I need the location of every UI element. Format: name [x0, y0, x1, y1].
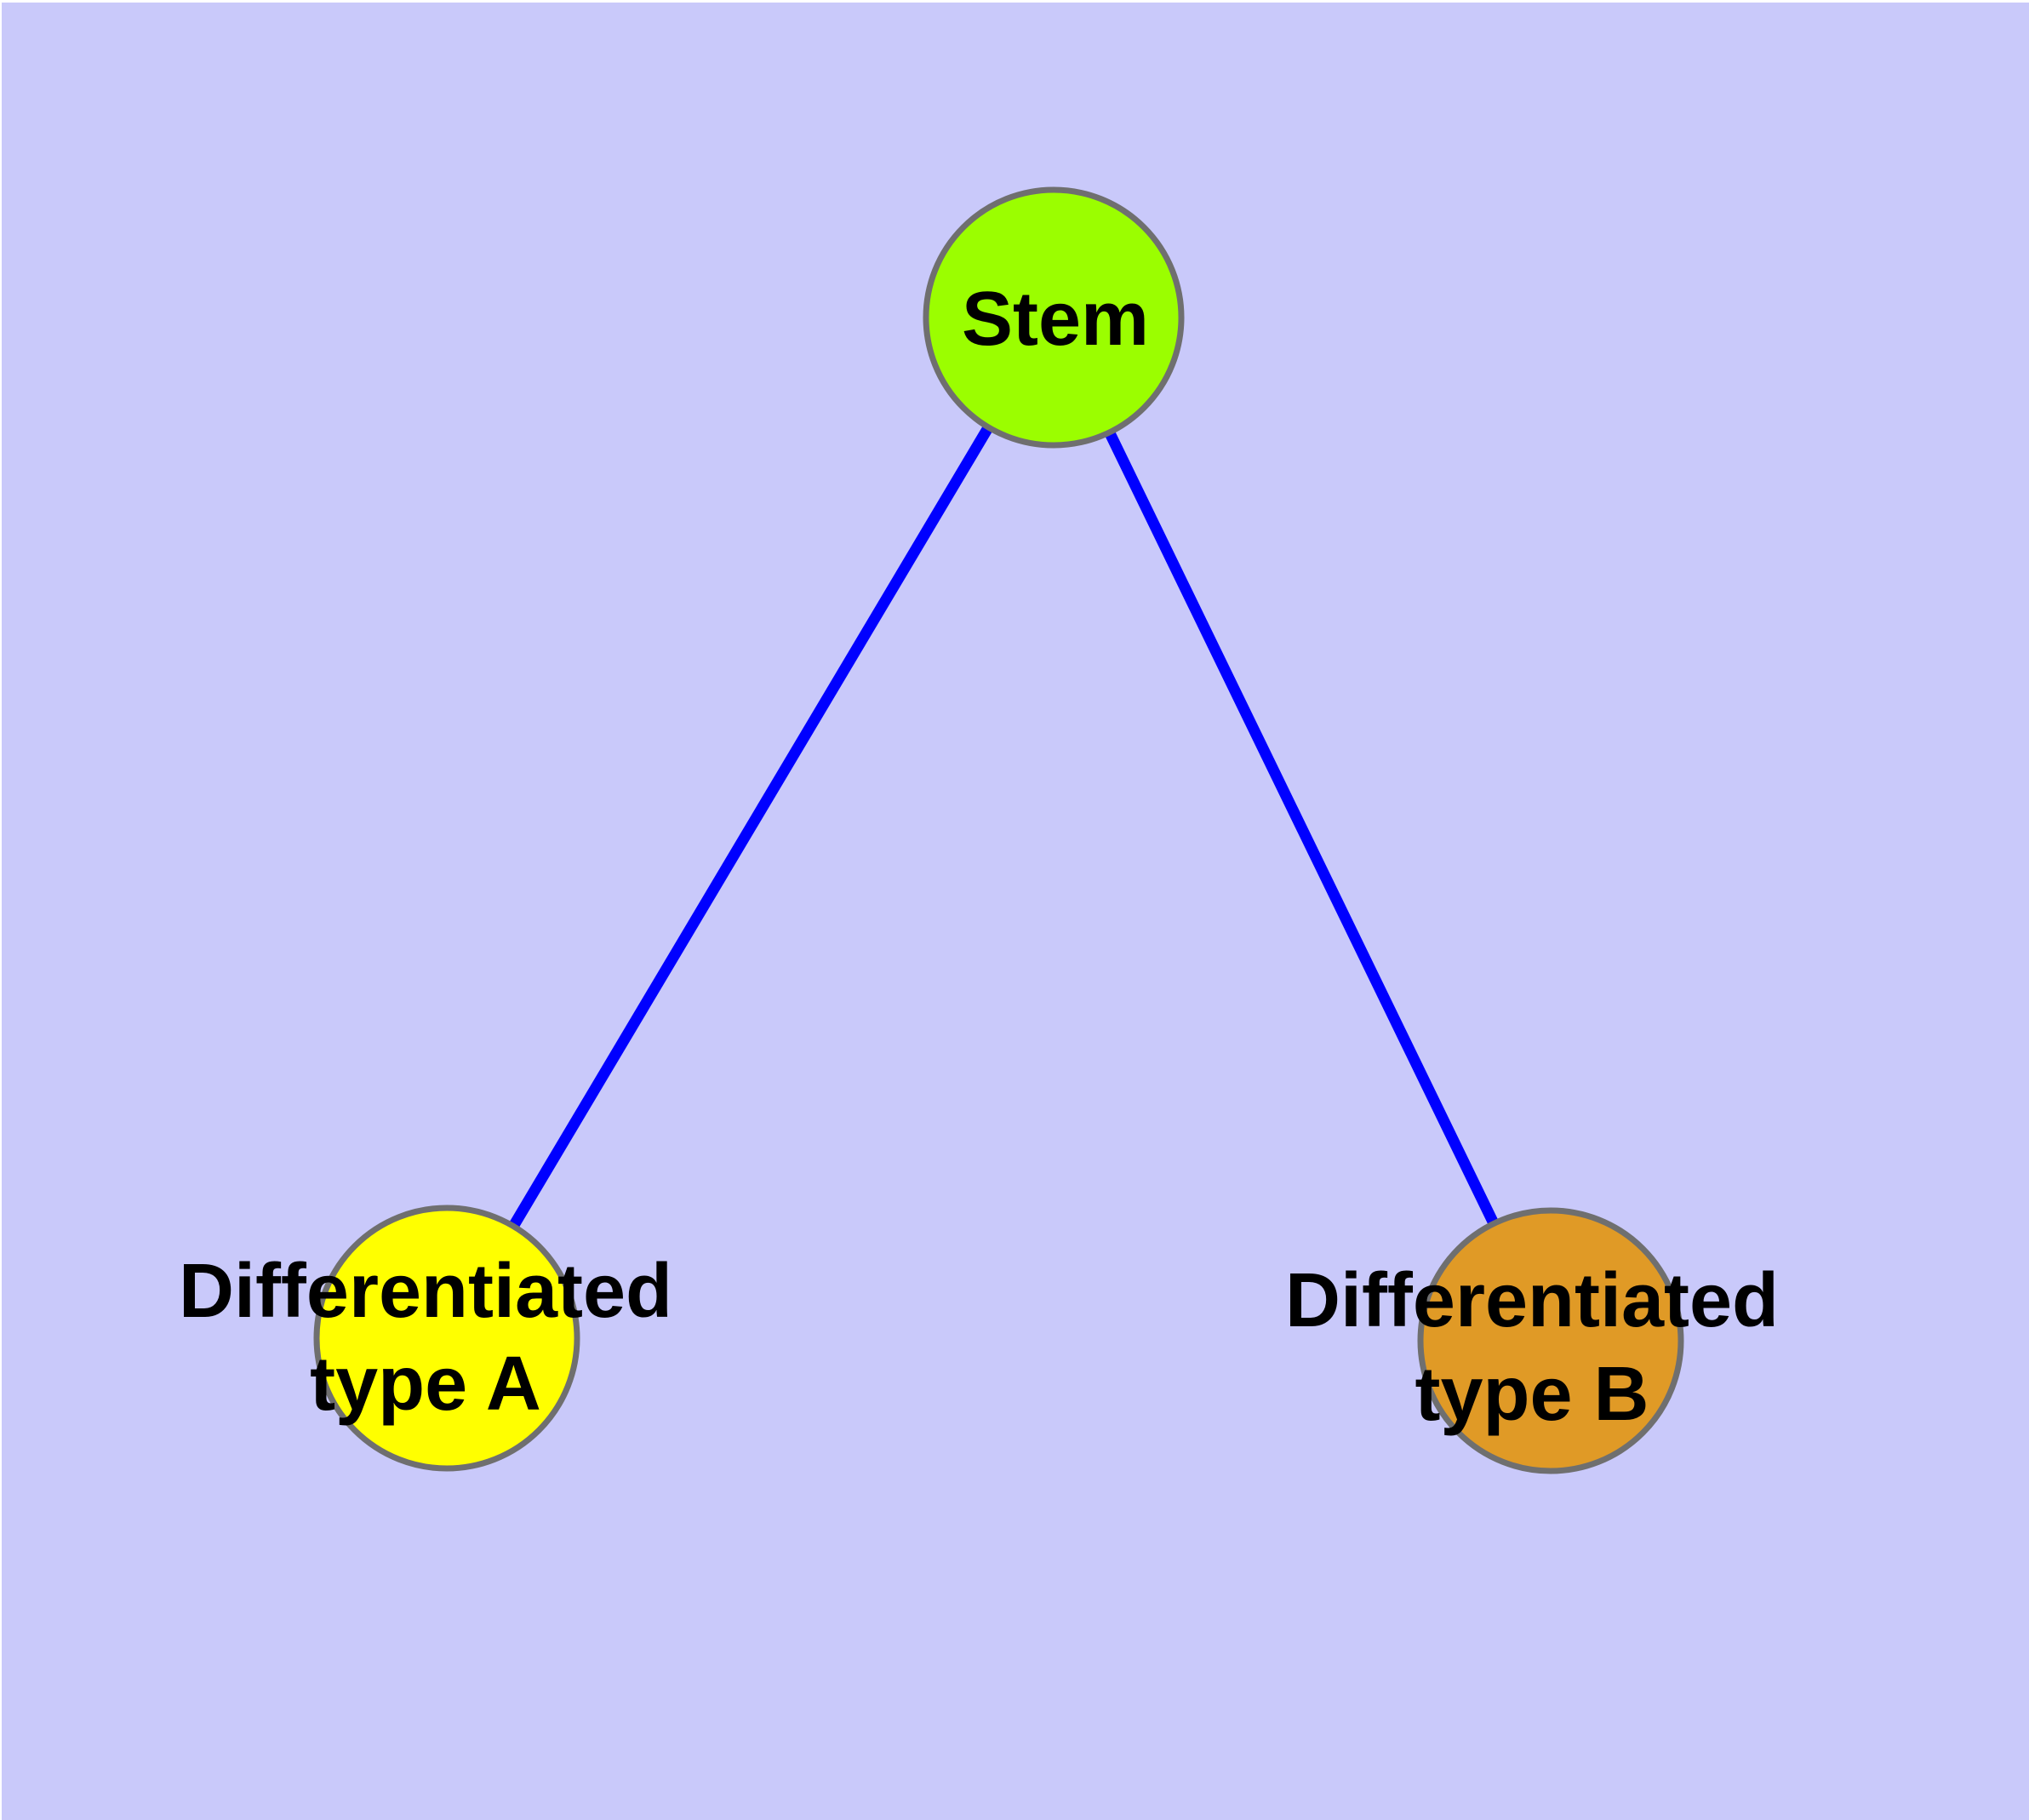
node-differentiated-type-b	[1417, 1207, 1684, 1474]
node-type-b-label-line1: Differentiated	[1285, 1258, 1779, 1343]
node-type-b-label-line2: type B	[1415, 1352, 1649, 1437]
edge-stem-to-type-a	[442, 314, 1059, 1342]
edge-stem-to-type-b	[1049, 315, 1556, 1343]
node-type-a-label-line1: Differentiated	[179, 1249, 672, 1334]
node-differentiated-type-a	[313, 1205, 580, 1472]
node-stem	[923, 186, 1185, 449]
node-stem-label: Stem	[962, 277, 1149, 362]
node-type-a-label-line2: type A	[310, 1342, 541, 1427]
